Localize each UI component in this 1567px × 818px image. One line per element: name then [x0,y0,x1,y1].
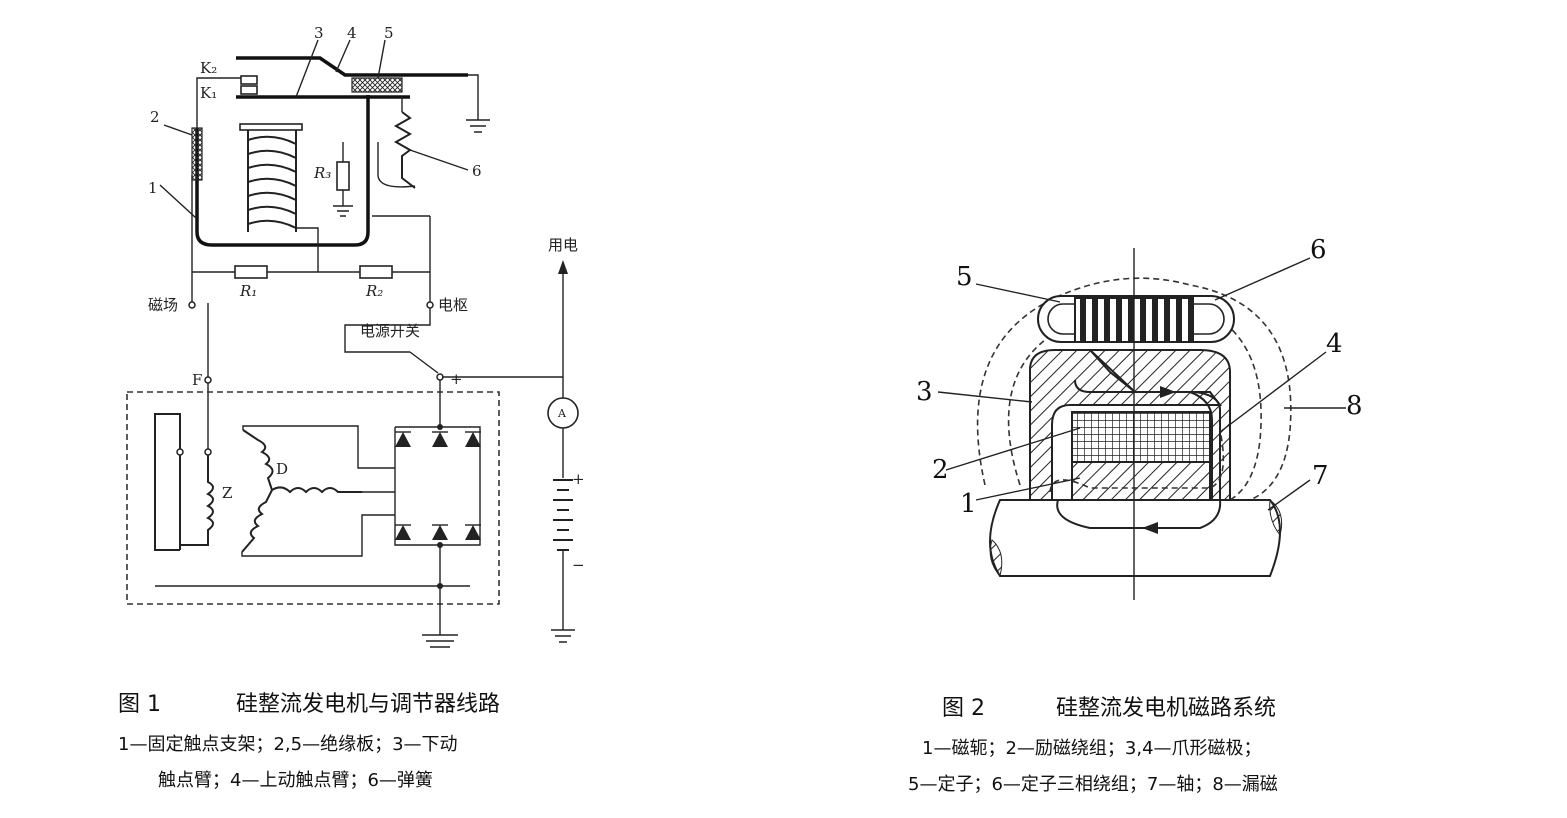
label-n4: 4 [1326,329,1343,359]
label-n5: 5 [956,262,973,292]
upper-moving-arm [236,56,468,77]
field-winding-z [180,455,214,546]
label-plus: + [450,370,463,388]
load-arrow [558,260,568,274]
label-n2: 2 [150,108,160,126]
spring-6 [393,111,416,189]
coil-winding [247,135,297,229]
label-k2: K₂ [200,59,217,77]
main-wiring [204,260,579,643]
label-n6: 6 [472,162,482,180]
figure1-leader-lines [159,39,469,219]
resistor-network [188,175,434,309]
contact-k2 [240,75,258,85]
generator-internals [154,380,481,648]
ammeter [547,397,579,429]
coil-pole-shoe [239,123,303,131]
field-winding-2 [1071,411,1211,463]
label-armature: 电枢 [438,296,468,314]
figure2-legend-line2: 5—定子；6—定子三相绕组；7—轴；8—漏磁 [908,774,1278,795]
resistor-r1 [234,265,268,279]
label-battery-plus: + [572,470,585,488]
insulating-plate-5 [351,77,403,93]
rectifier-bridge [395,431,481,540]
figure1-legend-line1: 1—固定触点支架；2,5—绝缘板；3—下动 [118,734,458,755]
label-n3: 3 [916,377,933,407]
label-n3: 3 [314,24,324,42]
battery [553,479,573,551]
armature-terminal [426,301,434,309]
label-n5: 5 [384,24,394,42]
shaft-7 [989,499,1281,577]
label-r3: R₃ [313,164,331,182]
figure2-leader-lines [937,257,1346,511]
figure2-number: 图 2 [942,696,985,721]
label-r2: R₂ [365,282,383,300]
figure2-magnetic-circuit-diagram: 5 6 3 4 8 2 7 1 [916,235,1363,600]
label-load: 用电 [548,236,578,254]
figure1-panel: K₂ K₁ 2 1 3 4 5 6 R₃ R₁ R₂ 磁场 电枢 电源开关 用电… [118,24,585,791]
label-r1: R₁ [239,282,257,300]
label-n1: 1 [148,179,158,197]
figure2-title: 硅整流发电机磁路系统 [1056,696,1277,721]
label-ammeter: A [557,407,567,420]
label-field: 磁场 [148,296,178,314]
contact-k1 [240,85,258,95]
main-flux-path [1056,379,1222,529]
rotor-frame [154,413,181,551]
power-switch-blade [409,351,439,374]
label-n2: 2 [932,455,949,485]
label-n1: 1 [960,489,977,519]
resistor-r3 [336,161,350,191]
claw-pole-4 [1087,349,1231,501]
figure2-panel: 5 6 3 4 8 2 7 1 图 2 硅整流发电机磁路系统 1—磁轭；2—励磁… [790,0,1567,818]
figure1-legend-line2: 触点臂；4—上动触点臂；6—弹簧 [158,770,433,791]
field-terminal [188,301,196,309]
label-z: Z [222,484,232,502]
label-n7: 7 [1312,461,1329,491]
label-battery-minus: − [572,556,585,574]
label-n8: 8 [1346,391,1363,421]
fixed-contact-bracket [195,95,370,247]
label-n6: 6 [1310,235,1327,265]
stator-winding-d [241,429,362,553]
terminal-f [204,376,212,384]
figure1-title: 硅整流发电机与调节器线路 [236,692,501,717]
label-power-switch: 电源开关 [360,322,420,340]
resistor-r2 [359,265,393,279]
regulator-assembly [191,56,490,247]
magnetic-yoke-1 [1071,461,1211,501]
generator-boundary [126,391,500,605]
label-f: F [192,371,202,389]
label-n4: 4 [347,24,357,42]
label-k1: K₁ [200,84,217,102]
figure1-number: 图 1 [118,692,161,717]
insulating-plate-2 [191,127,203,181]
figure1-circuit-diagram: K₂ K₁ 2 1 3 4 5 6 R₃ R₁ R₂ 磁场 电枢 电源开关 用电… [126,24,585,648]
figure2-legend-line1: 1—磁轭；2—励磁绕组；3,4—爪形磁极； [922,738,1262,759]
label-d: D [276,460,288,478]
leakage-flux-8 [976,277,1292,501]
